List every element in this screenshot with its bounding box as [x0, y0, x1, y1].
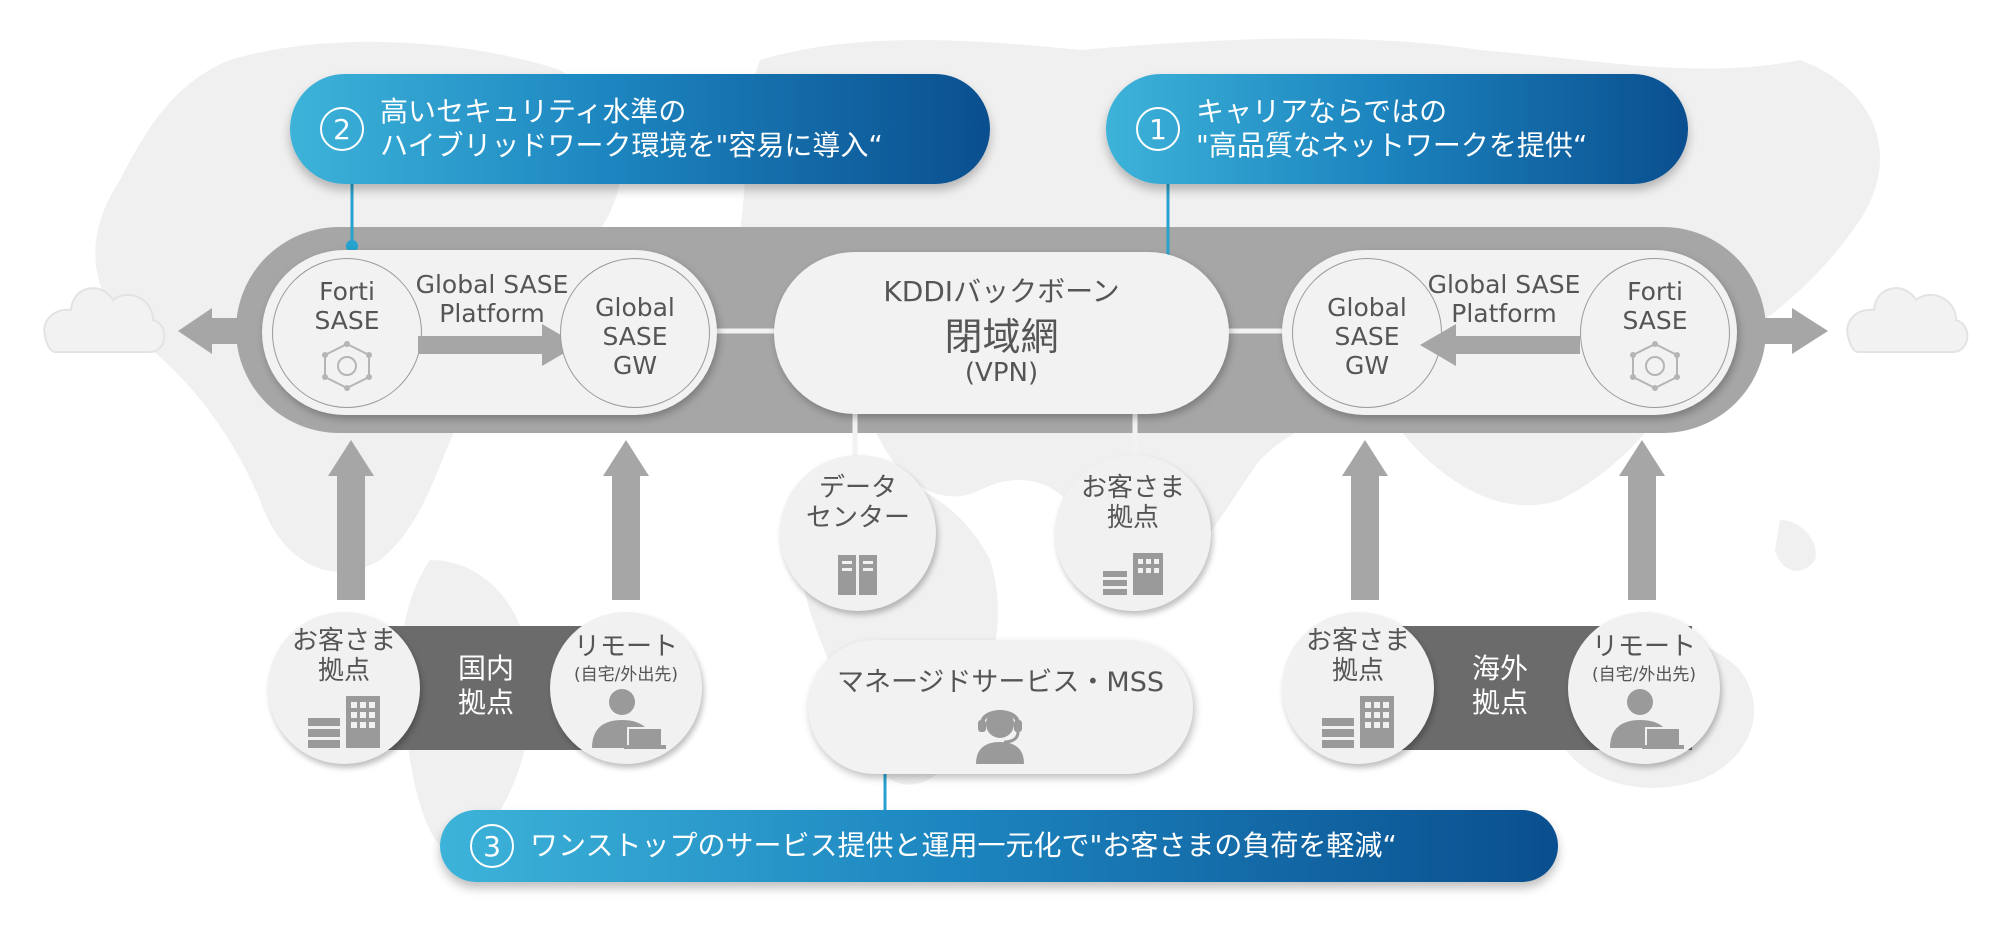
arrow-left-icon — [1420, 324, 1580, 366]
headset-operator-icon — [976, 710, 1024, 764]
overseas-band-label: 海外 拠点 — [1440, 652, 1560, 720]
managed-service-pill: マネージドサービス・MSS — [808, 640, 1193, 774]
right-platform-line2: Platform — [1451, 299, 1557, 328]
office-building-icon — [1322, 696, 1394, 748]
right-platform-label: Global SASE Platform — [1424, 270, 1584, 328]
domestic-remote-label: リモート — [573, 632, 678, 662]
left-gw-line3: GW — [612, 351, 658, 380]
callout-1-number: 1 — [1136, 107, 1180, 151]
right-gw-line2: SASE — [1334, 322, 1400, 351]
callout-3-text: ワンストップのサービス提供と運用一元化で"お客さまの負荷を軽減“ — [530, 829, 1397, 863]
datacenter-circle: データ センター — [780, 455, 936, 611]
domestic-site-circle: お客さま 拠点 — [268, 612, 420, 764]
callout-1-line2: "高品質なネットワークを提供“ — [1196, 129, 1588, 162]
arrow-right-out — [1792, 308, 1828, 354]
callout-1-line1: キャリアならではの — [1196, 95, 1448, 128]
left-gw-line1: Global — [595, 293, 675, 322]
overseas-remote-circle: リモート (自宅/外出先) — [1568, 612, 1720, 764]
arrow-left-out — [178, 308, 212, 354]
network-hub-icon — [1630, 341, 1680, 391]
overseas-band-line2: 拠点 — [1471, 686, 1528, 719]
left-gw-line2: SASE — [602, 322, 668, 351]
cloud-icon-left — [43, 287, 166, 353]
office-building-icon — [1103, 553, 1163, 595]
domestic-band-line1: 国内 — [457, 652, 514, 685]
domestic-band-label: 国内 拠点 — [426, 652, 546, 720]
left-platform-line2: Platform — [439, 299, 545, 328]
left-gw-circle: Global SASE GW — [560, 258, 710, 408]
right-fortisase-circle: Forti SASE — [1580, 258, 1730, 408]
callout-3-line1: ワンストップのサービス提供と運用一元化で"お客さまの負荷を軽減“ — [530, 829, 1397, 862]
backbone-name: 閉域網 — [944, 315, 1059, 359]
right-gw-line1: Global — [1327, 293, 1407, 322]
managed-service-label: マネージドサービス・MSS — [836, 667, 1165, 698]
customer-site-circle-center: お客さま 拠点 — [1055, 455, 1211, 611]
overseas-site-line2: 拠点 — [1331, 656, 1384, 686]
network-hub-icon — [322, 341, 372, 391]
callout-2-line2: ハイブリッドワーク環境を"容易に導入“ — [380, 129, 883, 162]
customer-site-line1: お客さま — [1080, 473, 1185, 503]
callout-2-text: 高いセキュリティ水準の ハイブリッドワーク環境を"容易に導入“ — [380, 95, 883, 163]
overseas-band-line1: 海外 — [1471, 652, 1528, 685]
office-building-icon — [308, 696, 380, 748]
left-platform-label: Global SASE Platform — [412, 270, 572, 328]
left-fortisase-circle: Forti SASE — [272, 258, 422, 408]
domestic-site-line1: お客さま — [291, 626, 396, 656]
customer-site-line2: 拠点 — [1106, 503, 1159, 533]
right-gw-circle: Global SASE GW — [1292, 258, 1442, 408]
backbone-vpn: (VPN) — [964, 358, 1039, 388]
callout-1: 1 キャリアならではの "高品質なネットワークを提供“ — [1106, 74, 1688, 184]
left-forti-line1: Forti — [319, 277, 375, 306]
domestic-remote-sub: (自宅/外出先) — [574, 665, 678, 685]
remote-worker-icon — [1610, 689, 1684, 749]
callout-3-number: 3 — [470, 824, 514, 868]
callout-1-text: キャリアならではの "高品質なネットワークを提供“ — [1196, 95, 1587, 163]
right-forti-line1: Forti — [1627, 277, 1683, 306]
datacenter-line1: データ — [818, 473, 897, 503]
right-forti-line2: SASE — [1622, 306, 1688, 335]
callout-2: 2 高いセキュリティ水準の ハイブリッドワーク環境を"容易に導入“ — [290, 74, 990, 184]
domestic-remote-circle: リモート (自宅/外出先) — [550, 612, 702, 764]
left-platform-line1: Global SASE — [415, 270, 569, 299]
overseas-site-circle: お客さま 拠点 — [1282, 612, 1434, 764]
overseas-remote-sub: (自宅/外出先) — [1592, 665, 1696, 685]
overseas-site-line1: お客さま — [1305, 626, 1410, 656]
overseas-remote-label: リモート — [1591, 632, 1696, 662]
left-forti-line2: SASE — [314, 306, 380, 335]
right-gw-line3: GW — [1344, 351, 1390, 380]
kddi-backbone-pill: KDDIバックボーン 閉域網 (VPN) — [774, 252, 1229, 414]
domestic-site-line2: 拠点 — [317, 656, 370, 686]
remote-worker-icon — [592, 689, 666, 749]
callout-2-line1: 高いセキュリティ水準の — [380, 95, 687, 128]
datacenter-line2: センター — [805, 503, 910, 533]
cloud-icon-right — [1846, 287, 1969, 353]
backbone-title: KDDIバックボーン — [883, 275, 1120, 308]
arrow-right-icon — [418, 324, 578, 366]
domestic-band-line2: 拠点 — [457, 686, 514, 719]
right-platform-line1: Global SASE — [1427, 270, 1581, 299]
server-rack-icon — [838, 555, 877, 595]
callout-2-number: 2 — [320, 107, 364, 151]
callout-3: 3 ワンストップのサービス提供と運用一元化で"お客さまの負荷を軽減“ — [440, 810, 1558, 882]
